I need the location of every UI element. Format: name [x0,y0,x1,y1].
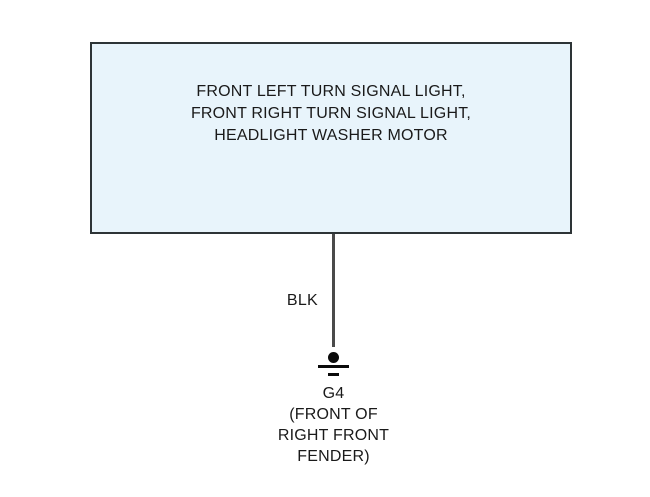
component-box-label: FRONT LEFT TURN SIGNAL LIGHT, FRONT RIGH… [92,44,570,147]
ground-icon-bar-short [328,373,339,376]
ground-location-line-3: FENDER) [297,448,370,465]
ground-wire [332,234,335,347]
ground-icon [318,351,349,377]
component-line-3: HEADLIGHT WASHER MOTOR [214,127,448,144]
component-line-2: FRONT RIGHT TURN SIGNAL LIGHT, [190,105,472,122]
ground-label: G4 (FRONT OF RIGHT FRONT FENDER) [230,383,437,467]
ground-icon-terminal-dot [328,352,339,363]
ground-icon-bar-wide [318,365,349,368]
ground-id: G4 [322,385,345,402]
ground-location-line-1: (FRONT OF [289,406,378,423]
component-box: FRONT LEFT TURN SIGNAL LIGHT, FRONT RIGH… [90,42,572,234]
wire-color-label: BLK [286,292,318,309]
component-line-1: FRONT LEFT TURN SIGNAL LIGHT, [196,83,466,100]
ground-location-line-2: RIGHT FRONT [277,427,390,444]
